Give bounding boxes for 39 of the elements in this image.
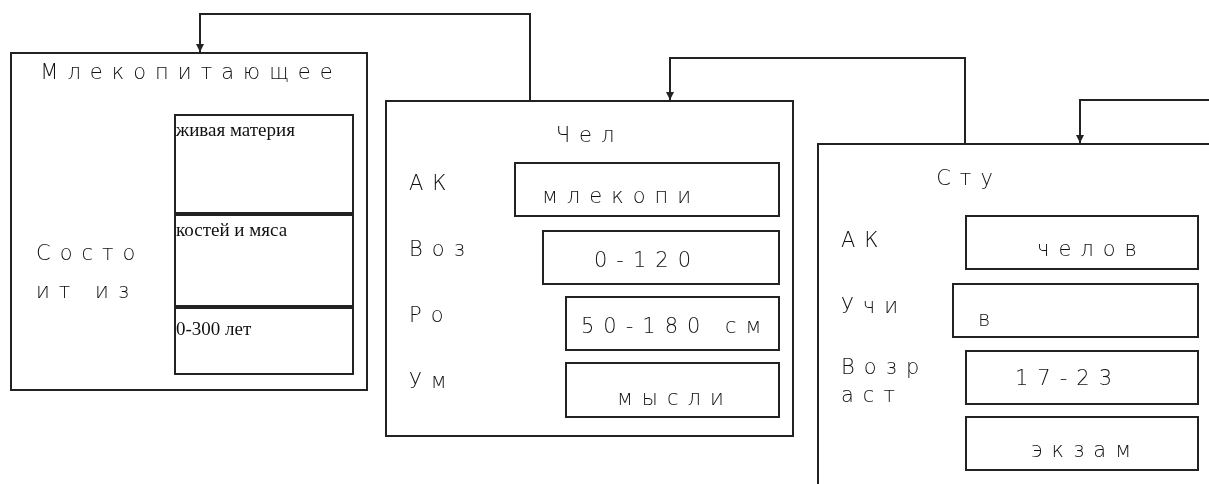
- attribute-label: Воз: [409, 236, 475, 263]
- attribute-value: мысли: [617, 386, 734, 410]
- attribute-value: живая материя: [176, 118, 296, 142]
- attribute-field: [965, 350, 1199, 405]
- attribute-value: млекопи: [542, 184, 702, 208]
- attribute-field: [174, 114, 354, 214]
- attribute-value: 17-23: [1015, 366, 1123, 390]
- inheritance-arrow: [1076, 99, 1209, 144]
- attribute-value: 0-300 лет: [176, 317, 253, 341]
- attribute-field: [565, 362, 780, 418]
- class-box: [817, 143, 1209, 484]
- attribute-label: Состоит из: [36, 240, 146, 305]
- attribute-field: [965, 215, 1199, 270]
- attribute-field: [965, 416, 1199, 471]
- attribute-value: в: [978, 307, 1001, 331]
- attribute-field: [565, 296, 780, 351]
- attribute-label: Возраст: [841, 354, 930, 409]
- class-box: [10, 52, 368, 391]
- inheritance-arrow: [196, 13, 531, 101]
- attribute-field: [952, 283, 1199, 338]
- attribute-label: АК: [841, 227, 889, 254]
- attribute-field: [174, 214, 354, 307]
- attribute-value: костей и мяса: [176, 218, 289, 242]
- attribute-label: Ро: [409, 302, 454, 329]
- inheritance-arrow: [666, 57, 966, 144]
- attribute-field: [542, 230, 780, 285]
- attribute-value: 50-180 см: [581, 314, 772, 338]
- class-title: Сту: [935, 165, 1003, 192]
- attribute-label: Ум: [409, 368, 457, 395]
- class-title: Чел: [554, 122, 625, 149]
- attribute-value: экзам: [1031, 438, 1142, 462]
- attribute-label: АК: [409, 170, 457, 197]
- attribute-label: Учи: [841, 293, 909, 320]
- attribute-value: 0-120: [594, 248, 702, 272]
- class-box: [385, 100, 794, 437]
- attribute-value: челов: [1037, 237, 1147, 261]
- class-title: Млекопитающее: [39, 59, 343, 86]
- attribute-field: [514, 162, 780, 217]
- attribute-field: [174, 307, 354, 375]
